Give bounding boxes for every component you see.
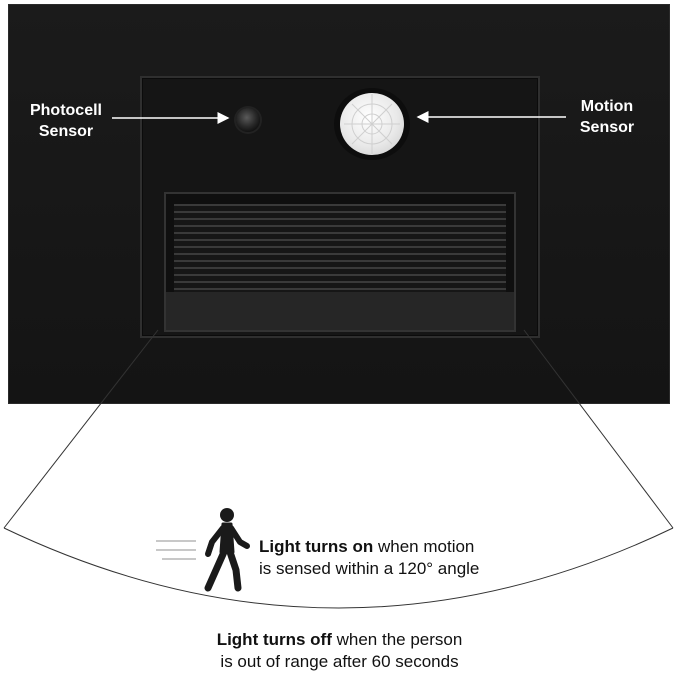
off-caption-line2: is out of range after 60 seconds [220, 652, 459, 671]
light-opening [164, 192, 516, 332]
off-caption-line1: Light turns off when the person [0, 629, 679, 651]
motion-lens-facets [344, 94, 400, 154]
detection-cone-right [523, 329, 674, 529]
motion-caption-line1: Light turns on when motion [259, 536, 579, 558]
detection-arc [3, 527, 674, 609]
photocell-label-line2: Sensor [38, 123, 94, 140]
motion-label: Motion Sensor [566, 96, 648, 138]
photocell-sensor-icon [236, 108, 260, 132]
motion-caption-line2: is sensed within a 120° angle [259, 559, 480, 578]
motion-caption-rest: when motion [373, 537, 475, 556]
motion-sensor-icon [340, 93, 404, 155]
off-caption: Light turns off when the person is out o… [0, 629, 679, 673]
motion-caption-bold: Light turns on [259, 537, 374, 556]
motion-label-line2: Sensor [579, 119, 635, 136]
photocell-label-line1: Photocell [29, 102, 102, 119]
light-diffuser [166, 292, 514, 330]
detection-cone-left [3, 329, 159, 529]
photocell-label: Photocell Sensor [20, 100, 112, 142]
motion-caption: Light turns on when motion is sensed wit… [259, 536, 579, 580]
off-caption-bold: Light turns off [216, 630, 332, 649]
motion-label-line1: Motion [580, 98, 634, 115]
off-caption-rest: when the person [331, 630, 463, 649]
walking-person-icon [204, 508, 250, 592]
